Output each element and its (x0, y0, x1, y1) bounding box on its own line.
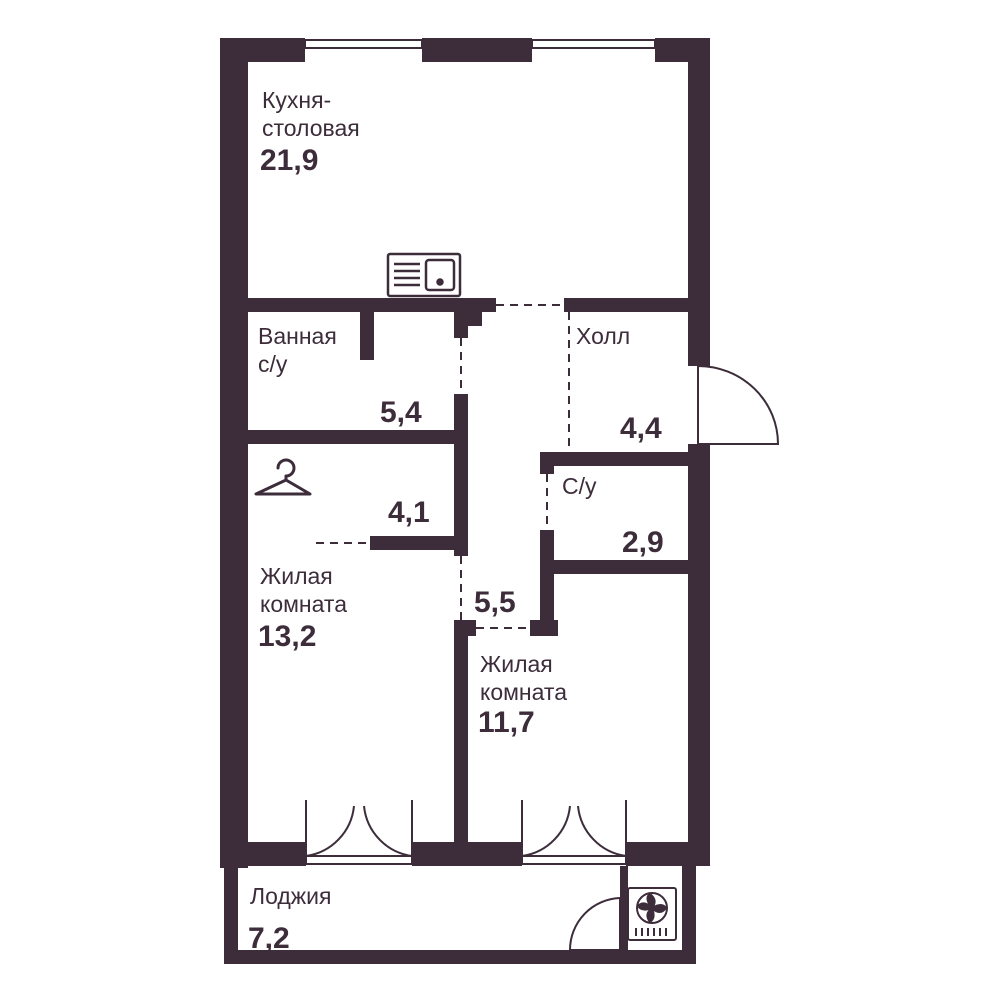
living-room-1-area: 13,2 (258, 620, 317, 653)
wc-wall-left (540, 530, 554, 630)
bathroom-wall-bottom (248, 430, 468, 444)
living-wall-bottom-left (220, 842, 306, 866)
open-passages (316, 304, 570, 629)
window-kitchen-right (531, 39, 656, 49)
outer-wall-top-mid (422, 38, 532, 62)
windows (304, 39, 656, 865)
bathroom-door-jamb-top (454, 312, 468, 338)
hall-label: Холл (576, 323, 631, 349)
balcony-door-2-left (521, 800, 571, 858)
outer-wall-left (220, 38, 248, 868)
corridor-area: 5,5 (474, 586, 516, 619)
loggia-label: Лоджия (250, 883, 332, 909)
outer-wall-right-upper (688, 38, 710, 366)
ventilation-fan-icon (627, 887, 677, 941)
window-living-2 (521, 855, 627, 865)
entrance-door (697, 365, 780, 445)
hall-wall-bottom (540, 452, 710, 466)
bathroom-door-jamb-corner (468, 312, 482, 326)
balcony-door-1-left (305, 800, 355, 858)
hall-area: 4,4 (620, 412, 662, 445)
balcony-door-2-right (577, 800, 627, 858)
corridor-jamb-right (530, 620, 558, 636)
window-living-1 (305, 855, 413, 865)
loggia-wall-right (682, 866, 696, 964)
doors (305, 365, 780, 951)
loggia-area: 7,2 (248, 922, 290, 955)
hanger-icon (254, 458, 312, 496)
loggia-door (568, 896, 621, 951)
wardrobe-area: 4,1 (388, 496, 430, 529)
kitchen-wall-right (564, 298, 688, 312)
wardrobe-wall-bottom (370, 536, 468, 550)
bathroom-partition (360, 312, 374, 360)
window-kitchen-left (304, 39, 423, 49)
balcony-door-1-right (363, 800, 413, 858)
sink-icon (386, 252, 462, 298)
outer-wall-right-lower (688, 444, 710, 864)
living-wall-bottom-right (626, 842, 710, 866)
bathroom-wall-right (454, 394, 468, 438)
kitchen-label: Кухня- столовая (262, 87, 360, 141)
loggia-wall-left (224, 866, 238, 964)
loggia-wall-bottom (224, 950, 682, 964)
living-room-2-label: Жилая комната (480, 651, 567, 705)
wc-door-jamb (540, 452, 554, 474)
wc-wall-bottom (554, 560, 688, 574)
kitchen-wall-left (248, 298, 496, 312)
wc-area: 2,9 (622, 526, 664, 559)
walls (220, 38, 710, 964)
living-room-1-label: Жилая комната (260, 563, 347, 617)
loggia-partition (620, 866, 628, 950)
living-divider (454, 620, 468, 850)
living-room-2-area: 11,7 (478, 706, 535, 739)
kitchen-area: 21,9 (260, 144, 319, 177)
wc-label: С/у (562, 473, 597, 499)
wardrobe-wall-right (454, 444, 468, 556)
bathroom-label: Ванная с/у (258, 323, 337, 377)
bathroom-area: 5,4 (380, 396, 422, 429)
living-wall-bottom-mid (412, 842, 522, 866)
